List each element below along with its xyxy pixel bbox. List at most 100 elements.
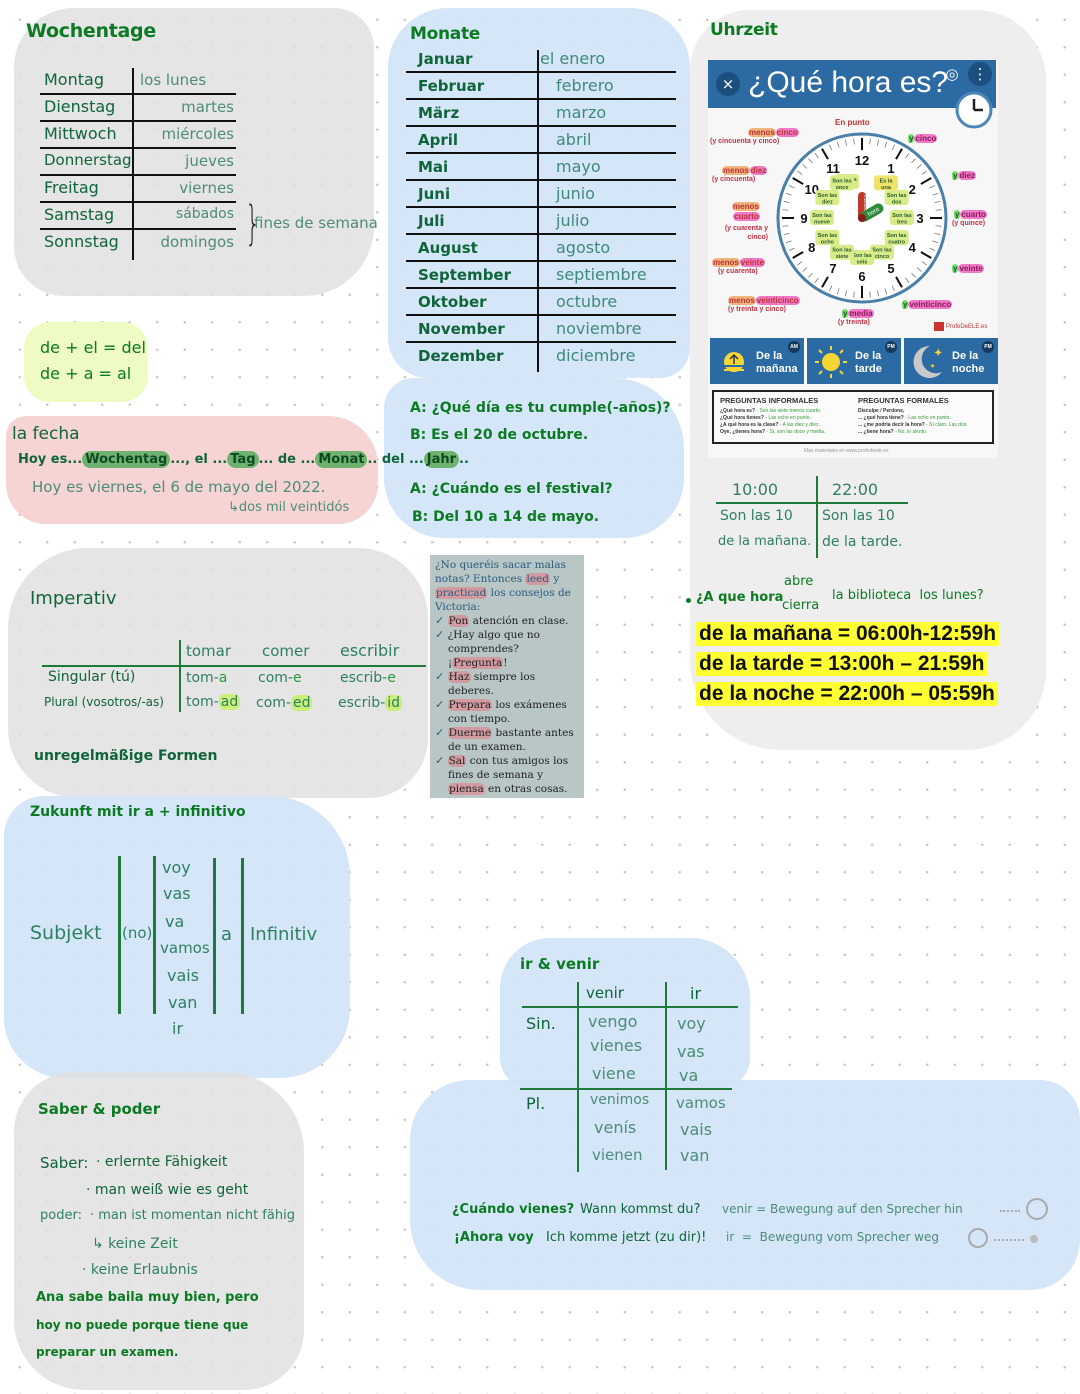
saber-title: Saber & poder	[38, 1100, 161, 1118]
a: - Las ocho en punto.	[763, 415, 811, 421]
imperativ-header: escribir	[340, 641, 400, 660]
label-y: y	[952, 171, 959, 180]
wochentage-bg	[14, 8, 374, 296]
minute-tick	[869, 291, 871, 298]
ir-form: va	[165, 912, 185, 931]
minute-tick	[844, 139, 848, 146]
textbook-snippet: ¿No queréis sacar malas notas? Entonces …	[430, 555, 584, 798]
hour-label-top: Son las	[812, 213, 832, 219]
poder-point: · keine Erlaubnis	[82, 1262, 198, 1278]
imperativ-row-label: Plural (vosotros/-as)	[44, 695, 164, 709]
month-de: Mai	[418, 158, 449, 176]
contractions-bg	[24, 322, 148, 402]
zukunft-subject: Subjekt	[30, 922, 102, 944]
textbook-item: ✓ Prepara los exámenes con tiempo.	[435, 698, 579, 726]
minute-tick	[934, 232, 941, 236]
sunrise-icon	[720, 352, 748, 372]
dialogue-a1: B: Es el 20 de octubre.	[410, 427, 589, 443]
label-y: y	[842, 309, 849, 318]
tod-line1: De la	[756, 350, 783, 362]
label-menos: menos	[728, 296, 756, 305]
clock-number: 11	[826, 161, 840, 176]
day-es: los lunes	[140, 71, 207, 89]
minute-tick	[884, 288, 888, 295]
pattern-text: ..., el ...	[170, 452, 228, 467]
fecha-title: la fecha	[12, 424, 80, 444]
clock-number: 3	[916, 211, 923, 226]
minute-tick	[836, 141, 840, 148]
poder-point: · man ist momentan nicht fähig	[90, 1208, 295, 1223]
formales-title: PREGUNTAS FORMALES	[858, 396, 949, 405]
arrow-toward-icon	[1000, 1210, 1020, 1212]
imperativ-cell: tom-a	[186, 670, 227, 686]
minute-tick	[853, 138, 855, 145]
lens-icon[interactable]: ◎	[945, 65, 959, 83]
time-c1b: de la mañana.	[718, 534, 812, 549]
stem: com-	[256, 695, 291, 711]
minute-tick	[844, 290, 848, 297]
minute-tick	[876, 290, 880, 297]
pm-badge: PM	[885, 341, 897, 353]
time-h1: 10:00	[732, 480, 779, 499]
a: - Sí, son las doce y media.	[765, 429, 826, 435]
q: ... ¿qué hora tiene?	[858, 415, 904, 421]
tod-line1: De la	[855, 350, 882, 362]
hour-hand-label: hora	[867, 206, 881, 218]
saber-label: Saber:	[40, 1154, 89, 1172]
imperativ-cell: tom-ad	[186, 694, 241, 710]
minute-tick	[802, 267, 808, 272]
label-menos: menos	[732, 202, 760, 211]
month-de: Juli	[418, 212, 445, 230]
clock-number: 5	[887, 261, 894, 276]
ending: ad	[218, 694, 241, 710]
hour-label-bg	[884, 230, 909, 245]
minute-tick	[785, 192, 792, 196]
q: ¿Qué hora tienes?	[720, 415, 764, 421]
zukunft-negation: (no)	[122, 924, 153, 942]
label-veinticinco: veinticinco	[908, 300, 953, 309]
am-badge: AM	[788, 341, 800, 353]
infographic-footer: Más materiales en www.profedeele.es	[804, 448, 889, 454]
poder-label: poder:	[40, 1208, 82, 1223]
hl: Haz	[447, 671, 471, 683]
monate-divider	[537, 50, 539, 372]
month-de: September	[418, 266, 511, 284]
minute-tick	[884, 141, 888, 148]
pattern-text: ..	[459, 452, 469, 467]
y-media-sub: (y treinta)	[838, 319, 870, 326]
label-cinco: cinco	[914, 134, 938, 143]
close-icon[interactable]: ×	[716, 72, 740, 96]
minute-tick	[797, 261, 803, 266]
hour-label-top: Son las	[852, 253, 872, 259]
day-de: Mittwoch	[44, 124, 117, 143]
minute-tick	[911, 158, 916, 164]
brand-label: ProfeDeELE.es	[934, 322, 987, 331]
a: - Sí claro. Las dos.	[924, 422, 968, 428]
hour-label-bg	[810, 210, 834, 225]
t: atención en clase.	[469, 615, 569, 627]
imperativ-title: Imperativ	[30, 588, 117, 609]
month-de: Februar	[418, 77, 485, 95]
contraction-del: de + el = del	[40, 338, 146, 357]
hour-label-top: Son las	[872, 248, 892, 254]
hour-label-bottom: nueve	[814, 220, 830, 226]
textbook-item: ✓ Sal con tus amigos los fines de semana…	[435, 754, 579, 796]
hour-label-bg	[884, 190, 909, 205]
label-menos: menos	[712, 258, 740, 267]
pattern-day: Tag	[227, 451, 259, 468]
wochentage-title: Wochentage	[26, 20, 156, 42]
tod-line2: mañana	[756, 363, 798, 375]
day-es: domingos	[160, 233, 235, 251]
more-options-icon[interactable]: ⋮	[968, 62, 992, 86]
